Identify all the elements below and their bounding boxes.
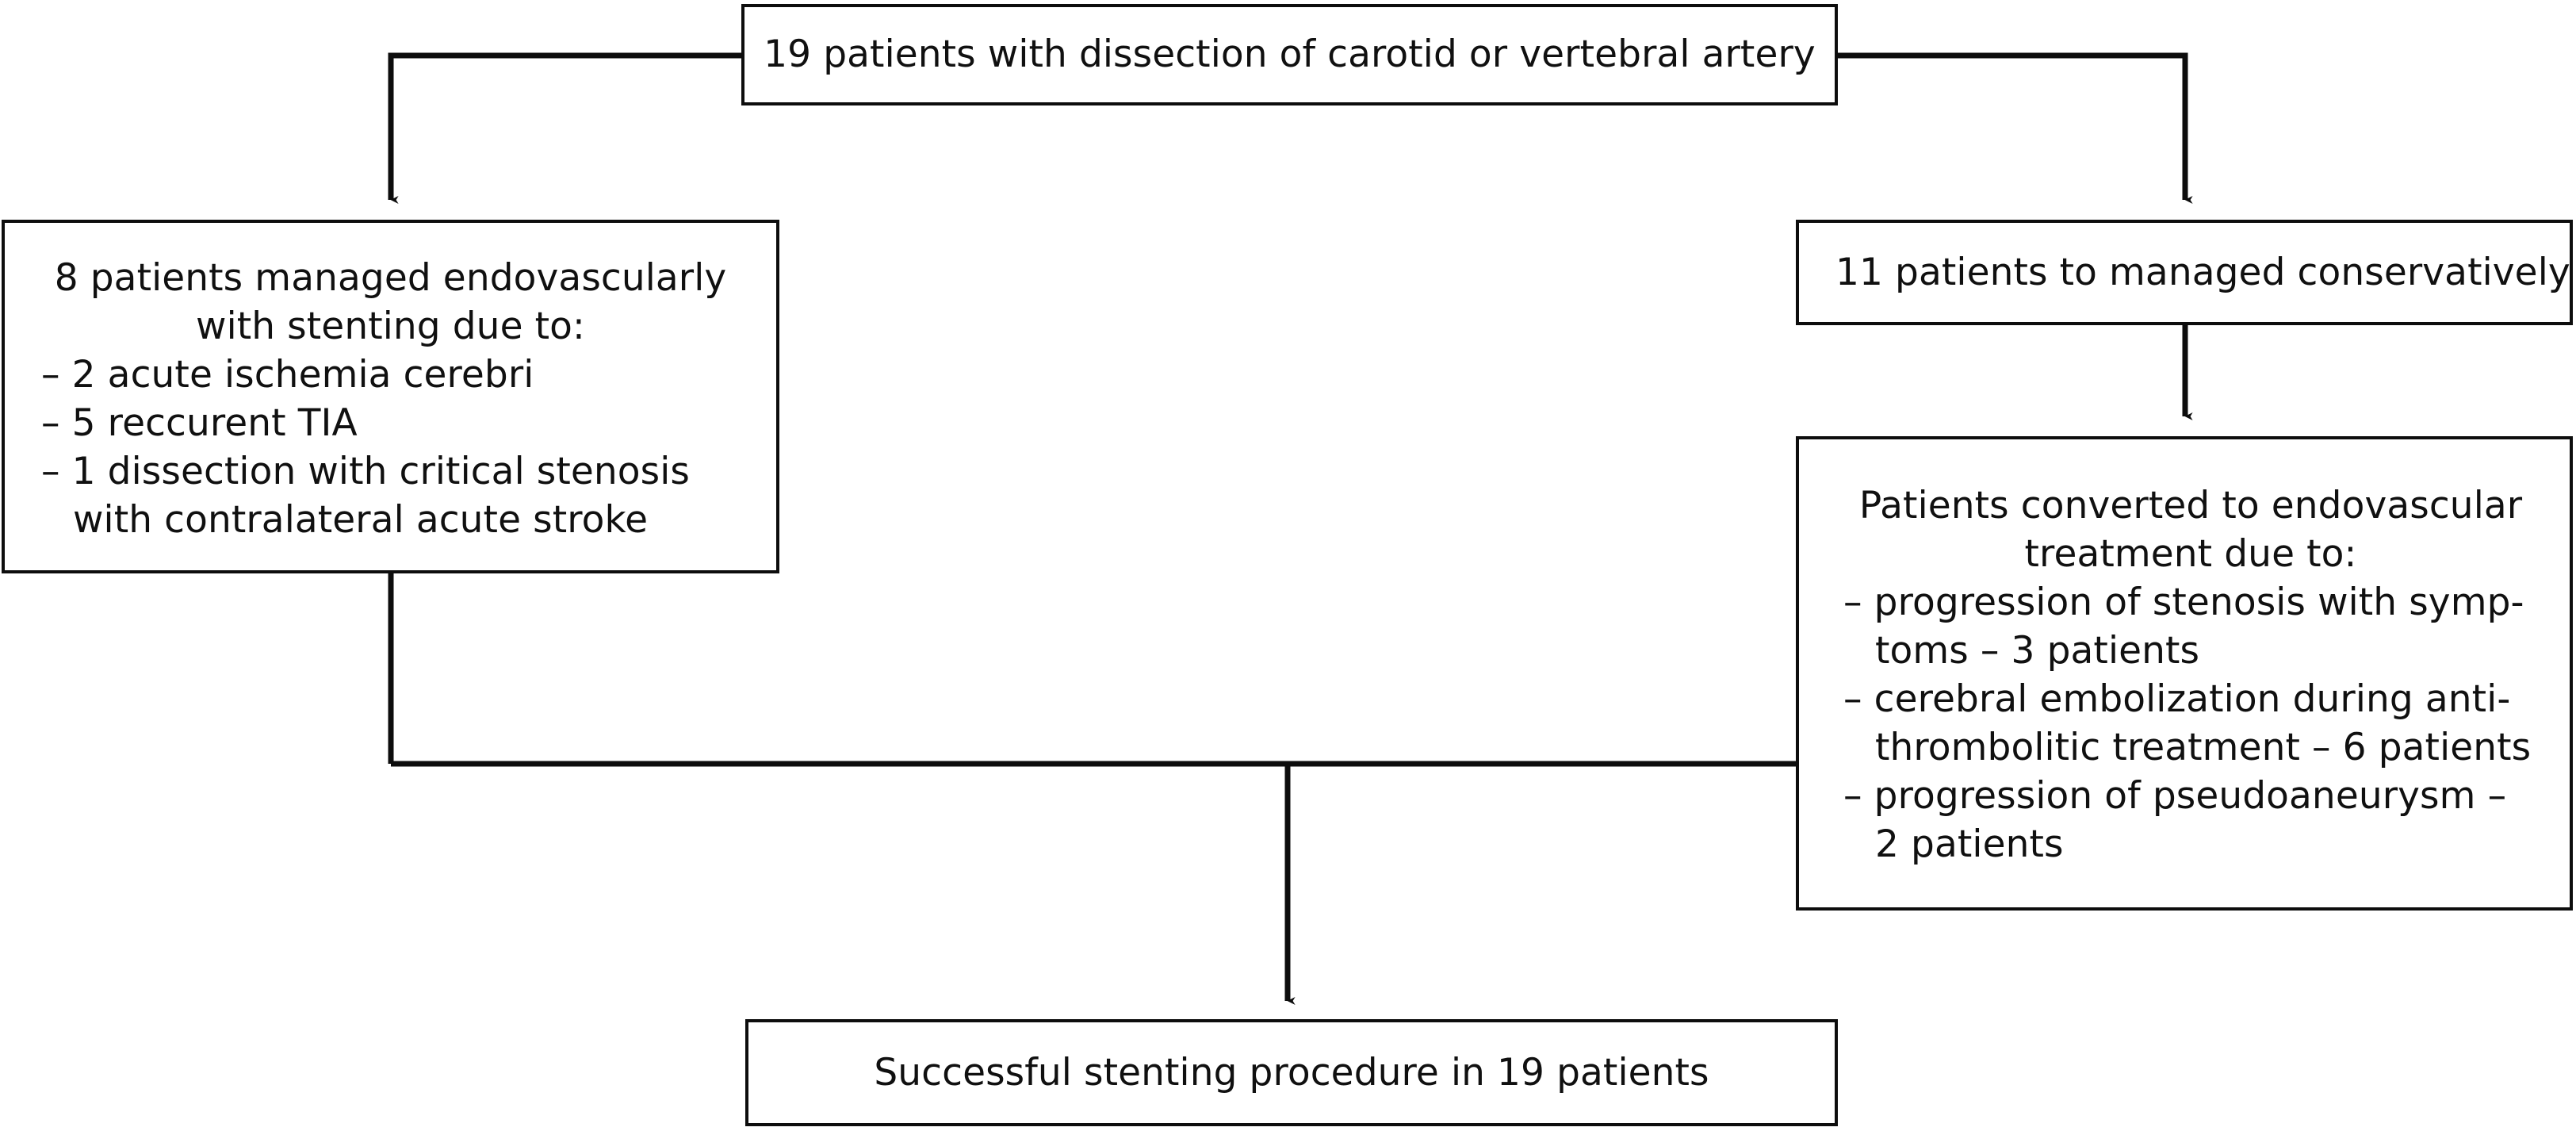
node-total-cohort[interactable]: 19 patients with dissection of carotid o… <box>741 4 1838 105</box>
node-converted-heading-line1: Patients converted to endovascular <box>1858 483 2523 527</box>
node-conservative-group[interactable]: 11 patients to managed conservatively <box>1796 220 2573 325</box>
node-converted-heading-line2: treatment due to: <box>2024 531 2357 576</box>
node-endovascular-item-1: – 5 reccurent TIA <box>41 401 358 445</box>
node-converted-item-1: – cerebral embolization during anti-thro… <box>1843 677 2532 770</box>
node-converted-group[interactable]: Patients converted to endovascular treat… <box>1796 436 2573 911</box>
node-final-outcome-text: Successful stenting procedure in 19 pati… <box>874 1050 1709 1095</box>
edge-top-to-conservative-path <box>1838 52 2193 204</box>
node-total-cohort-text: 19 patients with dissection of carotid o… <box>764 33 1816 77</box>
edge-top-to-endovascular-path <box>388 52 741 204</box>
node-conservative-text: 11 patients to managed conservatively <box>1835 250 2570 294</box>
node-endovascular-group[interactable]: 8 patients managed endovascularly with s… <box>2 220 779 573</box>
node-endovascular-item-0: – 2 acute ischemia cerebri <box>41 352 534 397</box>
node-endovascular-heading-line2: with stenting due to: <box>196 304 585 348</box>
node-endovascular-heading-line1: 8 patients managed endovascularly <box>54 255 727 300</box>
node-converted-item-0: – progression of stenosis with symp-toms… <box>1843 580 2524 673</box>
node-final-outcome[interactable]: Successful stenting procedure in 19 pati… <box>745 1019 1838 1126</box>
node-endovascular-item-2: – 1 dissection with critical stenosis wi… <box>41 450 690 542</box>
node-converted-item-2: – progression of pseudoaneurysm – 2 pati… <box>1843 774 2507 867</box>
